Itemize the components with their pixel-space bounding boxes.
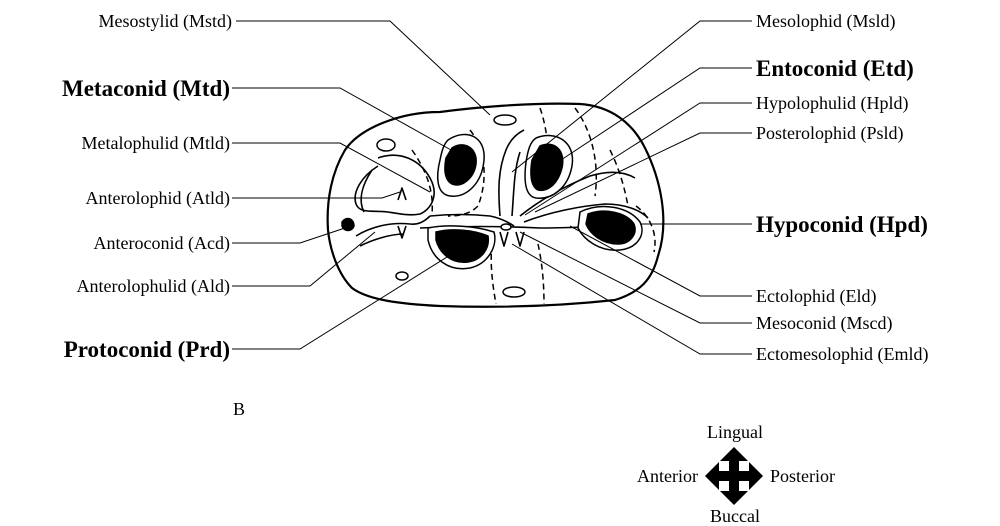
buccal-pit-center: [503, 287, 525, 297]
panel-letter: B: [233, 399, 245, 419]
label-protoconid: Protoconid (Prd): [64, 337, 230, 362]
anterior-pit: [377, 139, 395, 151]
compass-lingual: Lingual: [707, 422, 763, 442]
label-mesolophid: Mesolophid (Msld): [756, 11, 896, 32]
tooth-outline-group: [328, 104, 664, 307]
orientation-compass: Lingual Buccal Anterior Posterior: [637, 422, 835, 526]
label-metaconid: Metaconid (Mtd): [62, 76, 230, 101]
right-labels: Mesolophid (Msld) Entoconid (Etd) Hypolo…: [756, 11, 928, 365]
label-posterolophid: Posterolophid (Psld): [756, 123, 904, 144]
compass-buccal: Buccal: [710, 506, 760, 526]
label-anterolophulid: Anterolophulid (Ald): [77, 276, 230, 297]
compass-posterior: Posterior: [770, 466, 835, 486]
label-anterolophid: Anterolophid (Atld): [86, 188, 230, 209]
label-ectomesolophid: Ectomesolophid (Emld): [756, 344, 928, 365]
label-mesoconid: Mesoconid (Mscd): [756, 313, 892, 334]
mesoconid-pit: [501, 224, 511, 230]
mesostylid-pit: [494, 115, 516, 125]
label-ectolophid: Ectolophid (Eld): [756, 286, 876, 307]
label-hypolophulid: Hypolophulid (Hpld): [756, 93, 909, 114]
label-metalophulid: Metalophulid (Mtld): [82, 133, 230, 154]
label-hypoconid: Hypoconid (Hpd): [756, 212, 928, 237]
left-labels: Mesostylid (Mstd) Metaconid (Mtd) Metalo…: [62, 11, 232, 362]
tooth-outline: [328, 104, 664, 307]
compass-arrow-icon: [705, 447, 763, 505]
compass-anterior: Anterior: [637, 466, 698, 486]
buccal-pit-left: [396, 272, 408, 280]
label-mesostylid: Mesostylid (Mstd): [98, 11, 232, 32]
label-anteroconid: Anteroconid (Acd): [94, 233, 230, 254]
label-entoconid: Entoconid (Etd): [756, 56, 914, 81]
